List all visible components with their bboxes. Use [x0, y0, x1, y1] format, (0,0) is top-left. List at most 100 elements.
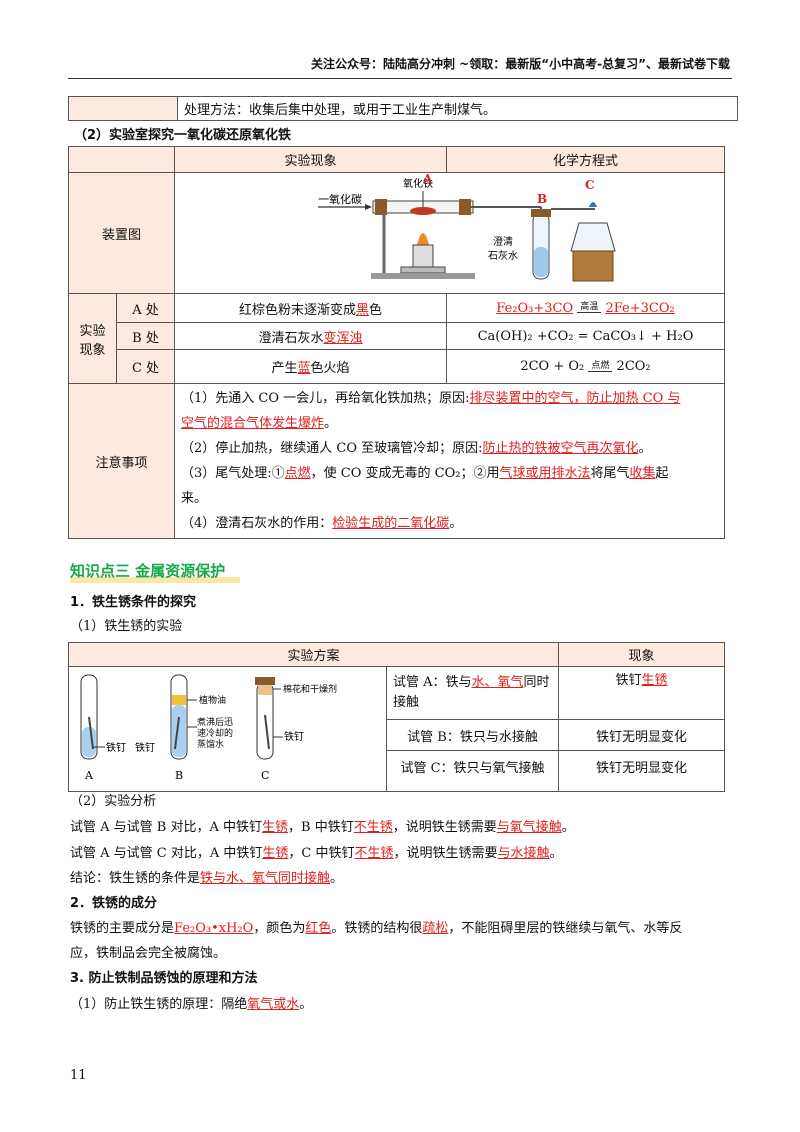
top-row-text: 处理方法：收集后集中处理，或用于工业生产制煤气。 — [177, 96, 738, 121]
note-1: （1）先通入 CO 一会儿，再给氧化铁加热；原因:排尽装置中的空气，防止加热 C… — [181, 386, 718, 411]
row-a-eq-condition: 高温 — [577, 303, 602, 313]
top-row-table: 处理方法：收集后集中处理，或用于工业生产制煤气。 — [68, 96, 738, 121]
row-c-phen-post: 色火焰 — [310, 361, 350, 376]
plan-row-c: 试管 C：铁只与氧气接触 — [385, 750, 560, 792]
s2-t2: 。铁锈的结构很 — [331, 921, 423, 936]
header-empty-cell — [68, 146, 175, 173]
plan-row-a: 试管 A：铁与水、氧气同时接触 — [385, 665, 560, 721]
row-b-phen-answer: 变浑浊 — [323, 330, 363, 346]
row-a-phen-post: 色 — [369, 302, 383, 318]
limewater-label-1: 澄清 — [493, 235, 513, 248]
apparatus-label: 装置图 — [68, 172, 175, 294]
analysis-sub2: （2）实验分析 — [70, 794, 157, 809]
row-a-phenomenon: 红棕色粉末逐渐变成黑色 — [174, 293, 447, 323]
a1-ans0: 生锈 — [262, 820, 289, 835]
note-3-text-d: 起 — [655, 466, 669, 481]
page-header: 关注公众号：陆陆高分冲刺 ~领取：最新版“小中高考-总复习”、最新试卷下载 — [311, 57, 730, 71]
tube-b-nail-label: 铁钉 — [135, 741, 155, 754]
row-c-point: C 处 — [116, 349, 175, 384]
a2-t1: ，C 中铁钉 — [288, 846, 355, 861]
rust-test-tubes-diagram: 铁钉 A 铁钉 植物油 煮沸后迅速冷却的蒸馏水 B — [80, 674, 337, 782]
row-c-equation: 2CO + O₂ 点燃 2CO₂ — [446, 349, 725, 384]
row-b-equation: Ca(OH)₂ +CO₂ = CaCO₃↓ + H₂O — [446, 322, 725, 350]
rust-experiment-table: 实验方案 现象 铁钉 A 铁钉 植物油 — [67, 642, 726, 792]
note-3-cont: 来。 — [181, 486, 718, 511]
plan-a-post: 同时接触 — [393, 675, 550, 711]
cotton-label: 棉花和干燥剂 — [283, 683, 337, 694]
note-4-end: 。 — [449, 516, 463, 531]
water-label: 煮沸后迅速冷却的蒸馏水 — [197, 717, 234, 749]
section-title: 知识点三 金属资源保护 — [70, 562, 226, 580]
s3-t1: 。 — [299, 997, 313, 1012]
note-2: （2）停止加热，继续通人 CO 至玻璃管冷却；原因:防止热的铁被空气再次氧化。 — [181, 436, 718, 461]
note-3-answer-c: 收集 — [629, 466, 656, 481]
s1-title: 1．铁生锈条件的探究 — [70, 595, 197, 610]
s3-t0: （1）防止铁生锈的原理：隔绝 — [70, 997, 248, 1012]
a3-t1: 。 — [330, 871, 344, 886]
phenomena-label: 实验现象 — [68, 293, 117, 384]
rust-figure-cell: 铁钉 A 铁钉 植物油 煮沸后迅速冷却的蒸馏水 B — [68, 666, 387, 792]
burner-flame — [417, 233, 429, 245]
result-a-pre: 铁钉 — [615, 673, 642, 688]
s2-ans2: 疏松 — [422, 921, 449, 936]
row-c-phen-pre: 产生 — [271, 361, 298, 376]
s2-ans0: Fe₂O₃•xH₂O — [174, 921, 254, 936]
s2-line-2: 应，铁制品会完全被腐蚀。 — [70, 946, 227, 961]
row-b-phen-pre: 澄清石灰水 — [258, 330, 324, 346]
s3-ans0: 氧气或水 — [247, 997, 300, 1012]
col-header-phenomenon: 实验现象 — [174, 146, 447, 173]
s2-ans1: 红色 — [305, 921, 332, 936]
tube-a-nail-label: 铁钉 — [106, 741, 126, 754]
row-b-point: B 处 — [116, 322, 175, 350]
notes-content: （1）先通入 CO 一会儿，再给氧化铁加热；原因:排尽装置中的空气，防止加热 C… — [174, 383, 725, 539]
s3-line-1: （1）防止铁生锈的原理：隔绝氧气或水。 — [70, 995, 312, 1015]
co-reduction-table: 实验现象 化学方程式 装置图 一氧化碳 氧化铁 A — [68, 146, 725, 539]
header-divider — [68, 78, 732, 79]
a2-t2: ，说明铁生锈需要 — [393, 846, 498, 861]
a1-ans1: 不生锈 — [353, 820, 393, 835]
a2-ans1: 不生锈 — [354, 846, 394, 861]
s2-t3: ，不能阻碍里层的铁继续与氧气、水等反 — [448, 921, 683, 936]
row-c-phen-answer: 蓝 — [297, 361, 311, 376]
plan-row-b: 试管 B：铁只与水接触 — [385, 719, 560, 751]
row-c-phenomenon: 产生蓝色火焰 — [174, 349, 447, 384]
tube-b-label: B — [175, 769, 183, 782]
col-header-equation: 化学方程式 — [446, 146, 725, 173]
analysis-line-1: 试管 A 与试管 B 对比，A 中铁钉生锈，B 中铁钉不生锈，说明铁生锈需要与氧… — [70, 818, 575, 838]
part2-title: （2）实验室探究一氧化碳还原氧化铁 — [74, 128, 292, 143]
co-flame — [589, 202, 597, 207]
iron-oxide-label: 氧化铁 — [403, 177, 433, 190]
result-a-answer: 生锈 — [641, 673, 668, 688]
col-header-plan: 实验方案 — [67, 642, 560, 667]
note-1-answer-a: 排尽装置中的空气，防止加热 CO 与 — [469, 391, 681, 406]
limewater-label-2: 石灰水 — [488, 249, 518, 262]
point-b-label: B — [537, 192, 547, 206]
s1-sub1: （1）铁生锈的实验 — [70, 619, 183, 634]
note-4: （4）澄清石灰水的作用：检验生成的二氧化碳。 — [181, 511, 718, 536]
s3-title: 3. 防止铁制品锈蚀的原理和方法 — [70, 971, 258, 986]
water-label-wrap: 煮沸后迅速冷却的蒸馏水 — [197, 717, 234, 749]
note-3-text-c: 将尾气 — [590, 466, 630, 481]
note-3-answer-a: 点燃 — [284, 466, 311, 481]
a2-ans0: 生锈 — [262, 846, 289, 861]
s2-t1: ，颜色为 — [253, 921, 306, 936]
oil-label: 植物油 — [199, 694, 226, 705]
col-header-result: 现象 — [558, 642, 726, 667]
plan-a-answer: 水、氧气 — [471, 675, 524, 691]
a1-t0: 试管 A 与试管 B 对比，A 中铁钉 — [70, 820, 262, 835]
note-4-answer: 检验生成的二氧化碳 — [332, 516, 450, 531]
tube-c-nail-label: 铁钉 — [284, 730, 304, 743]
row-a-eq-left: Fe₂O₃+3CO — [496, 300, 574, 316]
note-2-text: （2）停止加热，继续通人 CO 至玻璃管冷却；原因: — [181, 441, 483, 456]
a1-ans2: 与氧气接触 — [496, 820, 562, 835]
row-c-eq-right: 2CO₂ — [616, 359, 651, 374]
row-a-phen-pre: 红棕色粉末逐渐变成 — [238, 302, 356, 318]
result-row-b: 铁钉无明显变化 — [558, 719, 726, 751]
note-2-answer: 防止热的铁被空气再次氧化 — [482, 441, 639, 456]
note-1-end: 。 — [324, 416, 338, 431]
a3-t0: 结论：铁生锈的条件是 — [70, 871, 201, 886]
row-a-eq-right: 2Fe+3CO₂ — [605, 300, 675, 316]
row-a-point: A 处 — [116, 293, 175, 323]
top-row-empty-cell — [68, 96, 178, 121]
section-highlight — [70, 577, 240, 583]
